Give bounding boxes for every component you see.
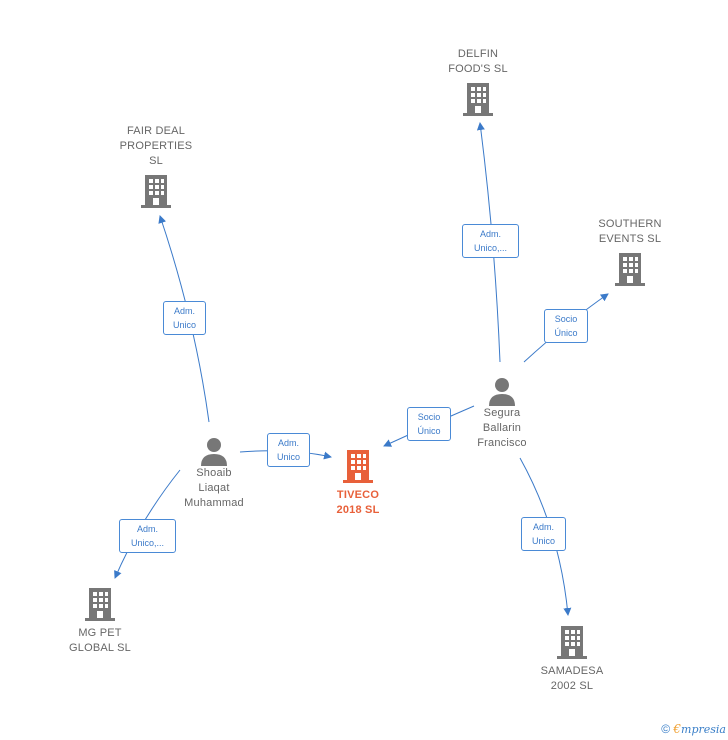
person-icon	[201, 438, 227, 466]
company-label-mg-pet: MG PET GLOBAL SL	[69, 627, 131, 654]
company-node-samadesa[interactable]: SAMADESA 2002 SL	[526, 624, 618, 694]
footer-brand: © €mpresia	[661, 722, 726, 736]
brand-initial: €	[673, 722, 682, 736]
building-icon	[463, 83, 493, 116]
building-icon	[615, 253, 645, 286]
person-label-shoaib: Shoaib Liaqat Muhammad	[184, 467, 244, 509]
company-node-mg-pet[interactable]: MG PET GLOBAL SL	[54, 586, 146, 656]
edge-label-segura-samadesa[interactable]: Adm. Unico	[521, 517, 566, 551]
company-node-delfin[interactable]: DELFIN FOOD'S SL	[432, 47, 524, 117]
edge-label-shoaib-mg-pet[interactable]: Adm. Unico,...	[119, 519, 176, 553]
edge-label-shoaib-tiveco[interactable]: Adm. Unico	[267, 433, 310, 467]
company-label-samadesa: SAMADESA 2002 SL	[540, 665, 604, 692]
person-icon	[489, 378, 515, 406]
building-icon	[141, 175, 171, 208]
building-icon	[343, 450, 373, 483]
edge-label-segura-southern[interactable]: Socio Único	[544, 309, 588, 343]
company-node-tiveco[interactable]: TIVECO 2018 SL	[318, 448, 398, 518]
person-label-segura: Segura Ballarin Francisco	[477, 407, 527, 449]
edge-label-segura-tiveco[interactable]: Socio Único	[407, 407, 451, 441]
person-node-segura[interactable]: Segura Ballarin Francisco	[456, 376, 548, 451]
building-icon	[557, 626, 587, 659]
edge-label-shoaib-fair-deal[interactable]: Adm. Unico	[163, 301, 206, 335]
company-node-fair-deal[interactable]: FAIR DEAL PROPERTIES SL	[110, 124, 202, 209]
company-label-fair-deal: FAIR DEAL PROPERTIES SL	[119, 125, 193, 167]
company-node-southern[interactable]: SOUTHERN EVENTS SL	[584, 217, 676, 287]
copyright-icon: ©	[661, 722, 671, 736]
company-label-delfin: DELFIN FOOD'S SL	[448, 48, 508, 75]
building-icon	[85, 588, 115, 621]
person-node-shoaib[interactable]: Shoaib Liaqat Muhammad	[168, 436, 260, 511]
company-label-tiveco: TIVECO 2018 SL	[336, 489, 380, 516]
company-label-southern: SOUTHERN EVENTS SL	[598, 218, 662, 245]
brand-name: mpresia	[681, 723, 726, 736]
edge-label-segura-delfin[interactable]: Adm. Unico,...	[462, 224, 519, 258]
